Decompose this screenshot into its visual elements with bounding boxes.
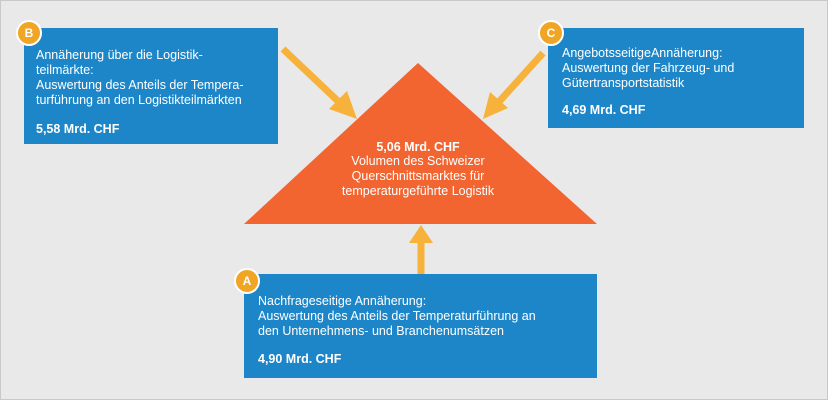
approach-c-badge: C bbox=[538, 20, 564, 46]
arrow-from-c bbox=[483, 50, 546, 119]
approach-b-badge: B bbox=[16, 20, 42, 46]
approach-b-box: Annäherung über die Logistik- teilmärkte… bbox=[24, 28, 278, 144]
approach-c-description: AngebotsseitigeAnnäherung: Auswertung de… bbox=[562, 46, 735, 90]
center-triangle bbox=[244, 63, 597, 224]
center-label: 5,06 Mrd. CHF Volumen des Schweizer Quer… bbox=[318, 140, 518, 199]
arrow-from-b bbox=[280, 46, 357, 119]
arrow-from-a bbox=[409, 225, 433, 274]
approach-a-description: Nachfrageseitige Annäherung: Auswertung … bbox=[258, 294, 536, 338]
total-market-value: 5,06 Mrd. CHF bbox=[376, 140, 460, 154]
approach-a-value: 4,90 Mrd. CHF bbox=[258, 352, 342, 366]
approach-b-value: 5,58 Mrd. CHF bbox=[36, 122, 120, 136]
approach-b-description: Annäherung über die Logistik- teilmärkte… bbox=[36, 48, 244, 107]
approach-c-value: 4,69 Mrd. CHF bbox=[562, 103, 646, 117]
total-market-description: Volumen des Schweizer Querschnittsmarkte… bbox=[341, 154, 495, 198]
approach-a-box: Nachfrageseitige Annäherung: Auswertung … bbox=[244, 274, 597, 378]
approach-c-box: AngebotsseitigeAnnäherung: Auswertung de… bbox=[548, 28, 804, 128]
approach-a-badge: A bbox=[234, 268, 260, 294]
